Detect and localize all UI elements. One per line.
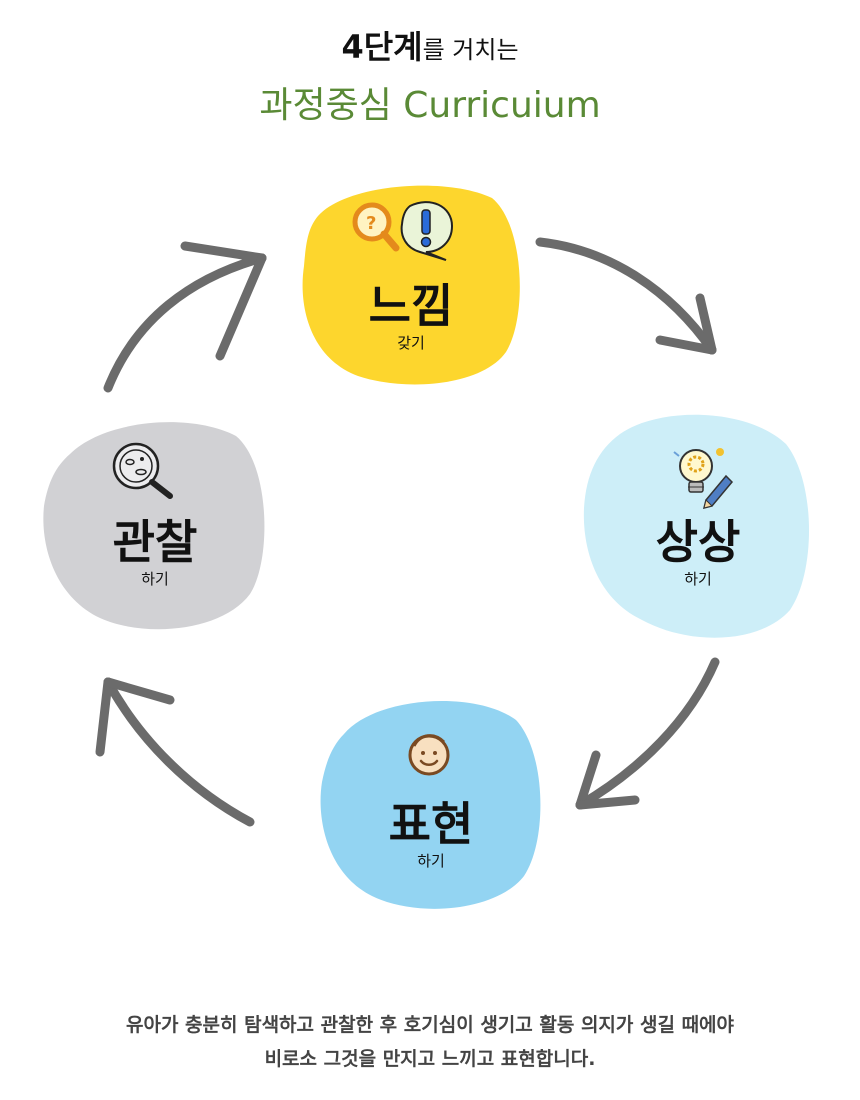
footer-line-1: 유아가 충분히 탐색하고 관찰한 후 호기심이 생기고 활동 의지가 생길 때에… [125,1014,735,1036]
node-observe: 관찰 하기 [40,410,270,636]
blob-express [320,700,541,909]
blob-imagine-shape [583,414,810,638]
node-imagine-subtitle: 하기 [684,570,712,588]
node-feel-subtitle: 갖기 [397,334,425,352]
blob-imagine [583,414,810,638]
arrow-express-to-observe [95,677,255,827]
node-feel-title: 느낌 [368,279,454,333]
title-line-1: 4단계를 거치는 [0,22,860,68]
blob-observe-shape [43,422,265,630]
smiley-face-icon [408,734,450,776]
lightbulb-pencil-icon [673,448,734,510]
arrow-observe-to-feel [103,241,267,393]
blob-feel-shape [302,185,520,385]
node-imagine-title: 상상 [655,515,741,569]
node-observe-subtitle: 하기 [141,570,169,588]
arrow-imagine-to-express [575,657,720,810]
node-express: 표현 하기 [316,690,546,914]
arrow-feel-to-imagine [535,237,717,355]
title-strong: 4단계 [341,28,423,66]
magnifier-exclamation-icon: ? [352,201,454,261]
blob-observe [43,422,265,630]
blob-express-shape [320,700,541,909]
svg-text:?: ? [366,213,376,234]
blob-feel [302,185,520,385]
node-observe-title: 관찰 [112,515,198,569]
node-imagine: 상상 하기 [580,404,816,644]
petri-dish-magnifier-icon [112,442,173,499]
node-express-subtitle: 하기 [417,852,445,870]
node-express-title: 표현 [388,797,474,851]
node-feel: ? 느낌 갖기 [296,176,526,390]
title-rest: 를 거치는 [422,36,519,64]
title-line-2: 과정중심 Curricuium [259,85,601,126]
footer-line-2: 비로소 그것을 만지고 느끼고 표현합니다. [264,1048,596,1070]
